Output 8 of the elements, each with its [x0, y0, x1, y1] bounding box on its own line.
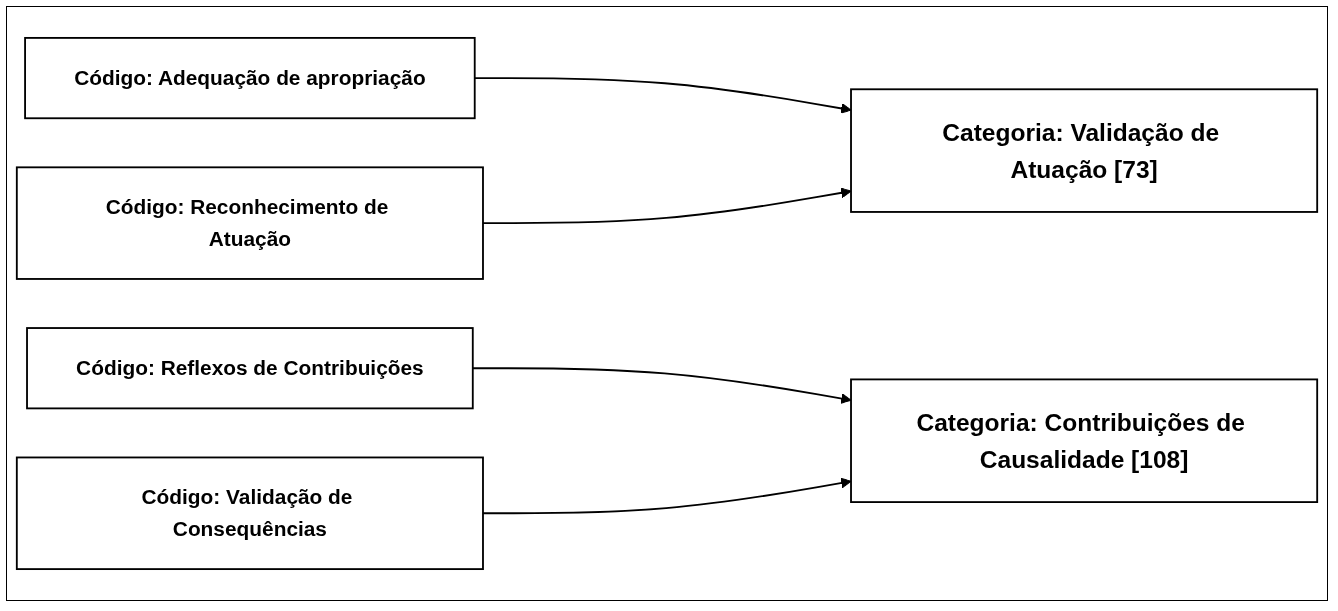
node-box: Categoria: Contribuições de Causalidade [108] — [850, 378, 1319, 503]
node-box: Código: Reflexos de Contribuições — [26, 327, 474, 410]
node-box: Código: Reconhecimento de Atuação — [15, 166, 484, 280]
arrow — [482, 187, 852, 225]
node-box: Código: Validação de Consequências — [15, 456, 484, 570]
node-box: Código: Adequação de apropriação — [24, 37, 476, 120]
node-box: Categoria: Validação de Atuação [73] — [850, 88, 1319, 213]
arrow — [482, 477, 852, 515]
